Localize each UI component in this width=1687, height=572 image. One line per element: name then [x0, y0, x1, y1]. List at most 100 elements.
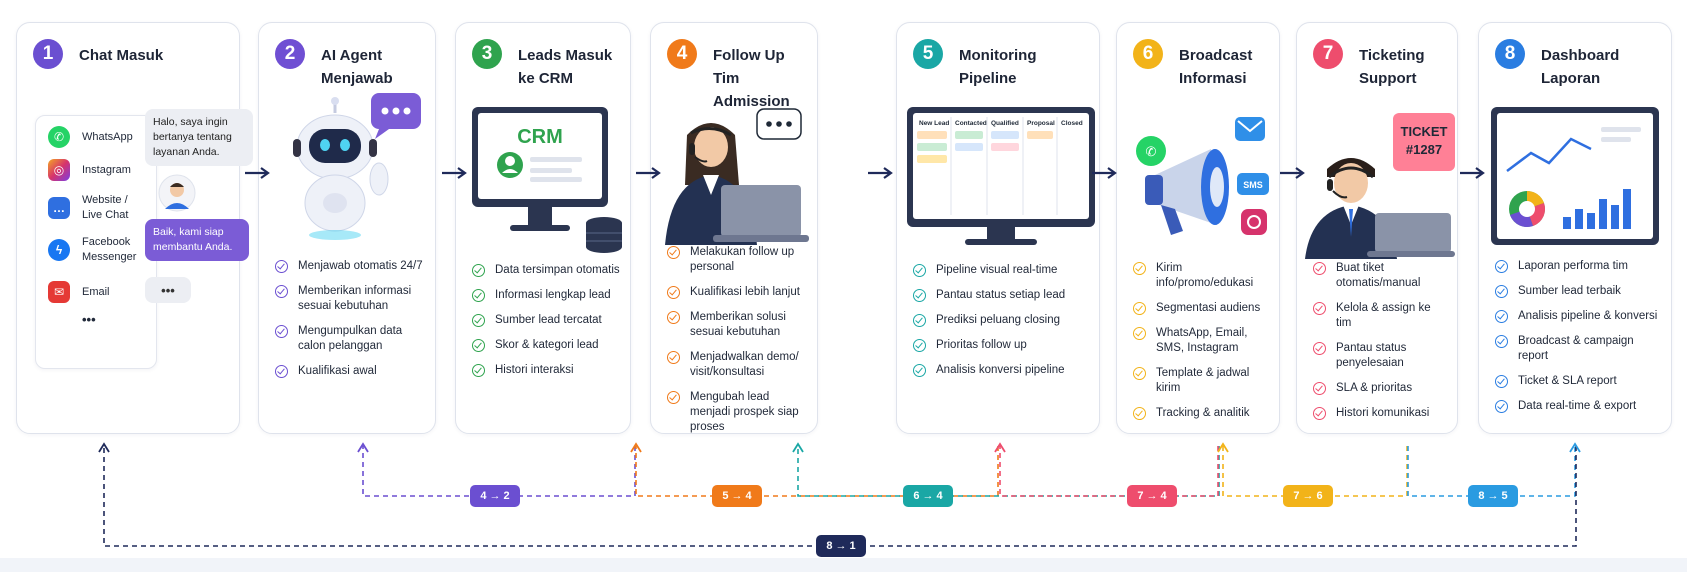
feature-list-4: Melakukan follow up personal Kualifikasi…	[667, 245, 809, 445]
check-icon	[472, 289, 485, 302]
step-card-6: 6 Broadcast Informasi ✆ SMS Kirim info/p…	[1116, 22, 1280, 434]
step-header-3: 3 Leads Masuk ke CRM	[472, 39, 612, 90]
step-card-8: 8 Dashboard Laporan Laporan performa tim…	[1478, 22, 1672, 434]
step-title-5: Monitoring Pipeline	[959, 47, 1037, 87]
feature-list-6: Kirim info/promo/edukasi Segmentasi audi…	[1133, 261, 1271, 431]
step-number-3: 3	[472, 39, 502, 69]
step-card-3: 3 Leads Masuk ke CRM CRM Data tersimpan …	[455, 22, 631, 434]
loop-label-7-6: 7 → 6	[1283, 485, 1333, 507]
pipeline-col-label: New Lead	[919, 120, 949, 127]
loop-label-8-5: 8 → 5	[1468, 485, 1518, 507]
step-number-6: 6	[1133, 39, 1163, 69]
ticket-badge: TICKET #1287	[1393, 113, 1455, 171]
instagram-icon: ◎	[48, 159, 70, 181]
dashboard-monitor-illustration	[1491, 107, 1659, 245]
channel-instagram: ◎ Instagram	[48, 159, 131, 181]
flow-arrow-2-3	[442, 167, 467, 179]
feature-item: Histori interaksi	[472, 363, 622, 378]
feature-item: Histori komunikasi	[1313, 406, 1449, 421]
footer-strip	[0, 558, 1687, 572]
more-icon: •••	[82, 312, 96, 327]
feature-item: Kirim info/promo/edukasi	[1133, 261, 1271, 291]
step-header-4: 4 Follow Up Tim Admission	[667, 39, 817, 113]
step-header-8: 8 Dashboard Laporan	[1495, 39, 1619, 90]
step-header-5: 5 Monitoring Pipeline	[913, 39, 1036, 90]
agent-illustration	[665, 108, 809, 245]
step-number-5: 5	[913, 39, 943, 69]
check-icon	[472, 339, 485, 352]
channel-whatsapp: ✆ WhatsApp	[48, 126, 133, 148]
check-icon	[1133, 367, 1146, 380]
crm-monitor-illustration: CRM	[472, 107, 622, 253]
flow-arrow-7-8	[1460, 167, 1485, 179]
check-icon	[667, 311, 680, 324]
feature-item: Menjawab otomatis 24/7	[275, 259, 427, 274]
check-icon	[472, 364, 485, 377]
loop-line-7-4	[999, 446, 1219, 497]
step-title-3: Leads Masuk ke CRM	[518, 47, 613, 87]
check-icon	[275, 285, 288, 298]
step-title-8: Dashboard Laporan	[1541, 47, 1620, 87]
flow-arrow-6-7	[1280, 167, 1305, 179]
check-icon	[1495, 375, 1508, 388]
step-number-1: 1	[33, 39, 63, 69]
messenger-icon: ϟ	[48, 239, 70, 261]
check-icon	[913, 339, 926, 352]
feature-item: Data tersimpan otomatis	[472, 263, 622, 278]
broadcast-illustration: ✆ SMS	[1136, 117, 1269, 235]
step-header-2: 2 AI Agent Menjawab	[275, 39, 393, 90]
feature-item: Prediksi peluang closing	[913, 313, 1091, 328]
feature-item: Kualifikasi awal	[275, 364, 427, 379]
loop-line-8-1	[103, 446, 1577, 547]
loop-line-4-2	[362, 446, 636, 497]
step-title-6: Broadcast Informasi	[1179, 47, 1253, 87]
check-icon	[667, 391, 680, 404]
feature-item: Menjadwalkan demo/ visit/konsultasi	[667, 350, 809, 380]
check-icon	[667, 351, 680, 364]
step-header-7: 7 Ticketing Support	[1313, 39, 1425, 90]
step-title-1: Chat Masuk	[79, 47, 164, 64]
typing-indicator: •••	[145, 277, 191, 303]
step-number-8: 8	[1495, 39, 1525, 69]
flow-arrow-1-2	[245, 167, 270, 179]
feature-item: Mengubah lead menjadi prospek siap prose…	[667, 390, 809, 435]
email-icon: ✉	[48, 281, 70, 303]
step-number-7: 7	[1313, 39, 1343, 69]
check-icon	[913, 314, 926, 327]
step-title-7: Ticketing Support	[1359, 47, 1425, 87]
feature-item: Ticket & SLA report	[1495, 374, 1663, 389]
check-icon	[1133, 327, 1146, 340]
loop-label-4-2: 4 → 2	[470, 485, 520, 507]
check-icon	[913, 364, 926, 377]
check-icon	[1495, 310, 1508, 323]
step-title-2: AI Agent Menjawab	[321, 47, 393, 87]
feature-list-8: Laporan performa tim Sumber lead terbaik…	[1495, 259, 1663, 424]
pipeline-col-label: Contacted	[955, 120, 987, 127]
bot-message-bubble: Baik, kami siap membantu Anda.	[145, 219, 249, 261]
feature-item: Analisis pipeline & konversi	[1495, 309, 1663, 324]
check-icon	[275, 260, 288, 273]
feature-item: Skor & kategori lead	[472, 338, 622, 353]
loop-label-6-4: 6 → 4	[903, 485, 953, 507]
crm-label: CRM	[517, 126, 563, 148]
feature-item: Buat tiket otomatis/manual	[1313, 261, 1449, 291]
feature-item: SLA & prioritas	[1313, 381, 1449, 396]
feature-item: Pantau status penyelesaian	[1313, 341, 1449, 371]
loop-line-5-4	[635, 446, 999, 497]
feature-list-5: Pipeline visual real-time Pantau status …	[913, 263, 1091, 388]
channel-email: ✉ Email	[48, 281, 110, 303]
check-icon	[913, 264, 926, 277]
feature-item: Pantau status setiap lead	[913, 288, 1091, 303]
loop-line-6-4	[797, 446, 1220, 497]
feature-item: Tracking & analitik	[1133, 406, 1271, 421]
support-agent-illustration	[1305, 158, 1455, 259]
feature-item: Sumber lead terbaik	[1495, 284, 1663, 299]
pipeline-col-label: Closed	[1061, 120, 1083, 127]
feature-item: Segmentasi audiens	[1133, 301, 1271, 316]
feature-item: Template & jadwal kirim	[1133, 366, 1271, 396]
check-icon	[1313, 382, 1326, 395]
check-icon	[275, 325, 288, 338]
check-icon	[1313, 342, 1326, 355]
flow-arrow-3-4	[636, 167, 661, 179]
